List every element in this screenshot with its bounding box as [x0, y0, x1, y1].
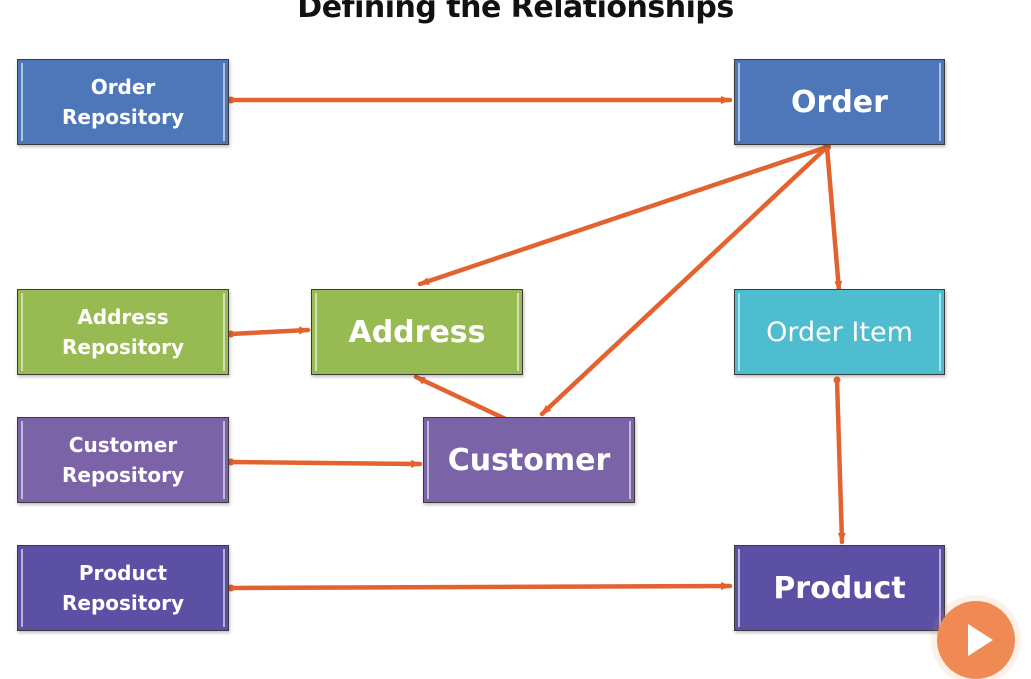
address-repository-label: Address Repository [62, 305, 184, 359]
edge-order-to-customer [539, 144, 830, 417]
edge-order-to-address [417, 144, 830, 287]
product-repository-box: Product Repository [17, 545, 229, 631]
edge-address-repository-to-address [228, 326, 311, 337]
order-repository-label: Order Repository [62, 75, 184, 129]
edge-order-to-order-item [824, 144, 843, 293]
customer-repository-label: Customer Repository [62, 433, 184, 487]
product-repository-label: Product Repository [62, 561, 184, 615]
customer-label: Customer [447, 442, 611, 478]
address-label: Address [348, 314, 486, 350]
product-box: Product [734, 545, 945, 631]
order-item-box: Order Item [734, 289, 945, 375]
address-repository-box: Address Repository [17, 289, 229, 375]
edge-order-item-to-product [834, 377, 846, 545]
customer-box: Customer [423, 417, 635, 503]
play-icon [968, 624, 993, 656]
edge-customer-repository-to-customer [228, 459, 423, 468]
address-box: Address [311, 289, 523, 375]
slide-title: Defining the Relationships [297, 0, 734, 25]
edge-customer-to-address [413, 374, 515, 425]
edge-product-repository-to-product [228, 582, 733, 591]
order-repository-box: Order Repository [17, 59, 229, 145]
order-box: Order [734, 59, 945, 145]
order-label: Order [791, 84, 888, 120]
product-label: Product [773, 570, 906, 606]
order-item-label: Order Item [766, 316, 913, 348]
customer-repository-box: Customer Repository [17, 417, 229, 503]
play-button[interactable] [937, 601, 1015, 679]
